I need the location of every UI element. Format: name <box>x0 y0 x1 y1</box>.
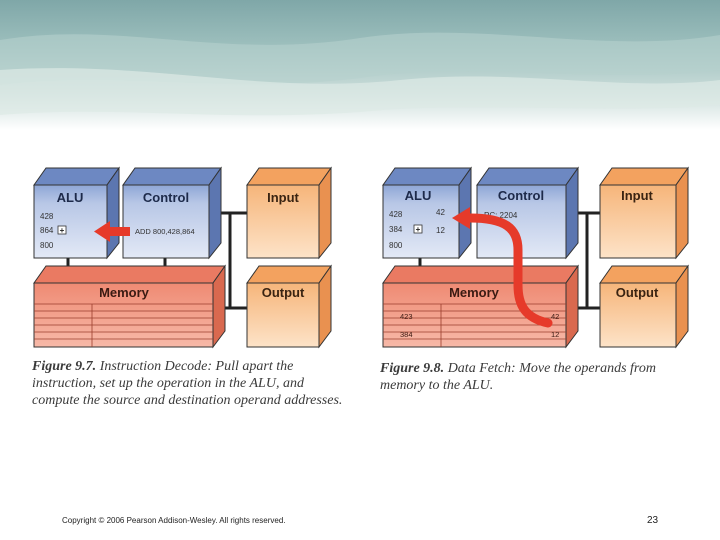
control-program-counter: PC: 2204 <box>484 211 518 220</box>
figure-9-7-caption: Figure 9.7. Instruction Decode: Pull apa… <box>32 358 352 409</box>
add-symbol: + <box>60 226 65 235</box>
output-box: Output <box>599 264 689 349</box>
alu-register: 800 <box>40 241 54 250</box>
alu-register: 864 <box>40 226 54 235</box>
memory-address: 423 <box>400 312 413 321</box>
header-banner-image <box>0 0 720 130</box>
decode-arrow-icon <box>94 221 130 242</box>
memory-rows <box>34 303 213 347</box>
alu-title: ALU <box>405 188 432 203</box>
control-box: Control ADD 800,428,864 <box>122 166 222 260</box>
add-operation-icon <box>57 225 67 235</box>
control-box: Control PC: 2204 <box>476 166 579 260</box>
figure-9-8-label: Figure 9.8. <box>380 361 445 376</box>
figure-9-8-diagram: ALU 428 384 800 42 12 + Control PC: 2204… <box>382 166 689 349</box>
output-box: Output <box>246 264 332 349</box>
figure-9-7-caption-text: Instruction Decode: Pull apart the instr… <box>32 359 343 408</box>
fetch-arrow-icon <box>452 207 553 328</box>
input-box: Input <box>599 166 689 260</box>
copyright-notice: Copyright © 2006 Pearson Addison-Wesley.… <box>62 516 286 525</box>
memory-rows <box>383 303 566 347</box>
memory-value: 12 <box>551 330 559 339</box>
alu-register: 428 <box>40 212 54 221</box>
memory-address: 384 <box>400 330 413 339</box>
figure-9-7-diagram: ALU 428 864 800 + Control ADD 800,428,86… <box>33 166 332 349</box>
alu-operand-value: 12 <box>436 226 445 235</box>
alu-register: 428 <box>389 210 403 219</box>
control-title: Control <box>498 188 544 203</box>
figure-9-8-caption: Figure 9.8. Data Fetch: Move the operand… <box>380 360 700 394</box>
memory-value: 42 <box>551 312 559 321</box>
page-number: 23 <box>647 515 659 526</box>
input-title: Input <box>621 188 653 203</box>
memory-box: Memory 423 42 384 12 <box>382 264 579 349</box>
alu-operand-value: 42 <box>436 208 445 217</box>
figure-9-7-label: Figure 9.7. <box>32 359 97 374</box>
alu-register: 384 <box>389 225 403 234</box>
figure-9-8-caption-text: Data Fetch: Move the operands from memor… <box>380 361 656 393</box>
memory-title: Memory <box>449 285 500 300</box>
add-operation-icon <box>413 224 423 234</box>
alu-register: 800 <box>389 241 403 250</box>
alu-title: ALU <box>57 190 84 205</box>
input-box: Input <box>246 166 332 260</box>
input-title: Input <box>267 190 299 205</box>
memory-box: Memory <box>33 264 226 349</box>
control-instruction: ADD 800,428,864 <box>135 227 195 236</box>
add-symbol: + <box>416 225 421 234</box>
memory-title: Memory <box>99 285 150 300</box>
output-title: Output <box>616 285 659 300</box>
alu-box: ALU 428 384 800 42 12 + <box>382 166 472 260</box>
alu-box: ALU 428 864 800 + <box>33 166 120 260</box>
output-title: Output <box>262 285 305 300</box>
control-title: Control <box>143 190 189 205</box>
